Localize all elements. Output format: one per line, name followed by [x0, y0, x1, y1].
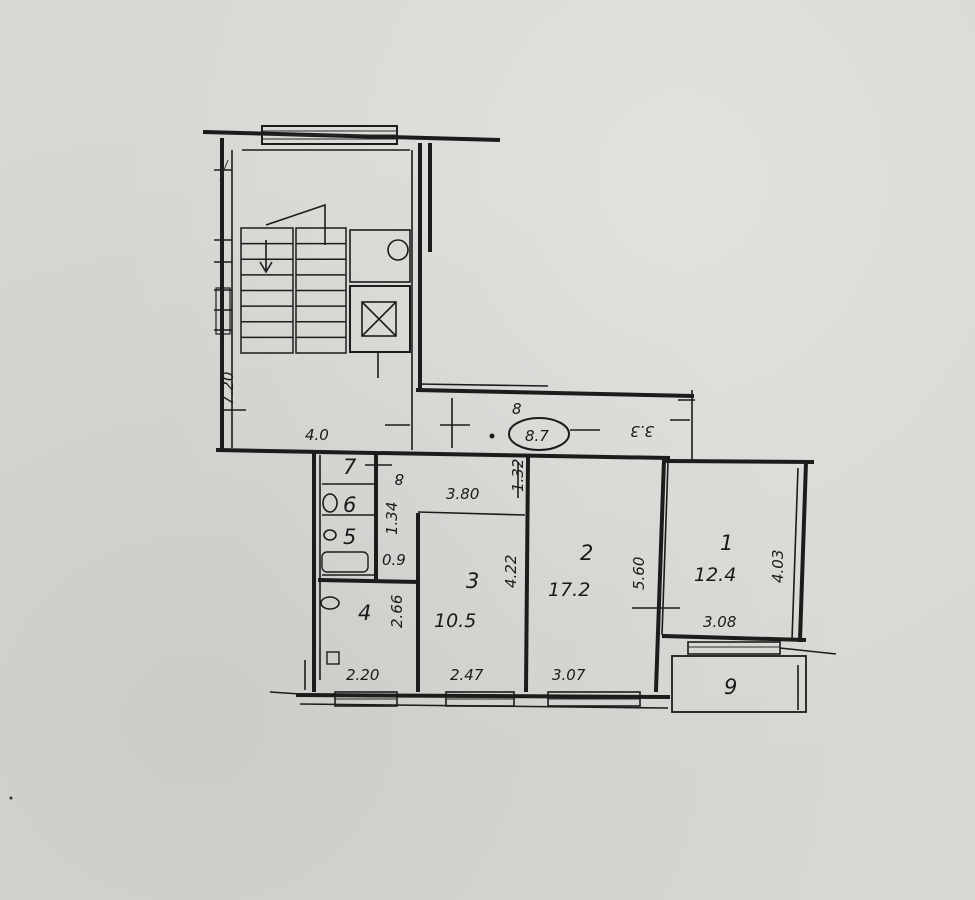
room-7-label: 7	[343, 455, 357, 479]
room-2-area-label: 17.2	[548, 579, 590, 601]
hall-mark-label: 8	[512, 400, 522, 418]
bath-dim-label: 0.9	[382, 551, 406, 569]
stair-length-label: 7.20	[219, 372, 237, 405]
hall-mark-2-label: 8	[394, 470, 404, 488]
corridor-area-label: 8.7	[525, 427, 549, 445]
room-3-width-label: 2.47	[450, 666, 484, 684]
room-9-label: 9	[724, 675, 737, 699]
corridor	[415, 383, 695, 460]
room-1-area-label: 12.4	[694, 564, 736, 586]
room-3-label: 3	[466, 569, 479, 593]
hall-length-label: 3.80	[446, 485, 479, 503]
corridor-length-label: 3.3	[630, 422, 654, 440]
stairwell	[202, 125, 815, 465]
hall-width-label: 1.32	[509, 459, 527, 492]
room-2-label: 2	[580, 541, 593, 565]
stair-width-label: 4.0	[305, 426, 329, 444]
room-3-area-label: 10.5	[434, 610, 476, 632]
room-1-height-label: 4.03	[769, 550, 787, 583]
room-2-width-label: 3.07	[552, 666, 586, 684]
room-3-height-label: 4.22	[502, 555, 520, 588]
stray-mark	[9, 796, 13, 800]
room-4-width-label: 2.20	[346, 666, 379, 684]
plan-labels: 7.20 4.0 8.7 3.3 8 7 8 6 5 0.9 1.34 3.80…	[219, 372, 787, 699]
room-2-height-label: 5.60	[630, 557, 648, 590]
apartment-rooms	[269, 450, 837, 713]
stair-treads	[241, 242, 346, 339]
room-1-label: 1	[720, 531, 733, 555]
room-4-label: 4	[358, 601, 371, 625]
room-4-height-label: 2.66	[388, 595, 406, 628]
room-1-width-label: 3.08	[703, 613, 736, 631]
room-6-label: 6	[343, 493, 356, 517]
closet-width-label: 1.34	[383, 502, 401, 535]
room-5-label: 5	[343, 525, 356, 549]
